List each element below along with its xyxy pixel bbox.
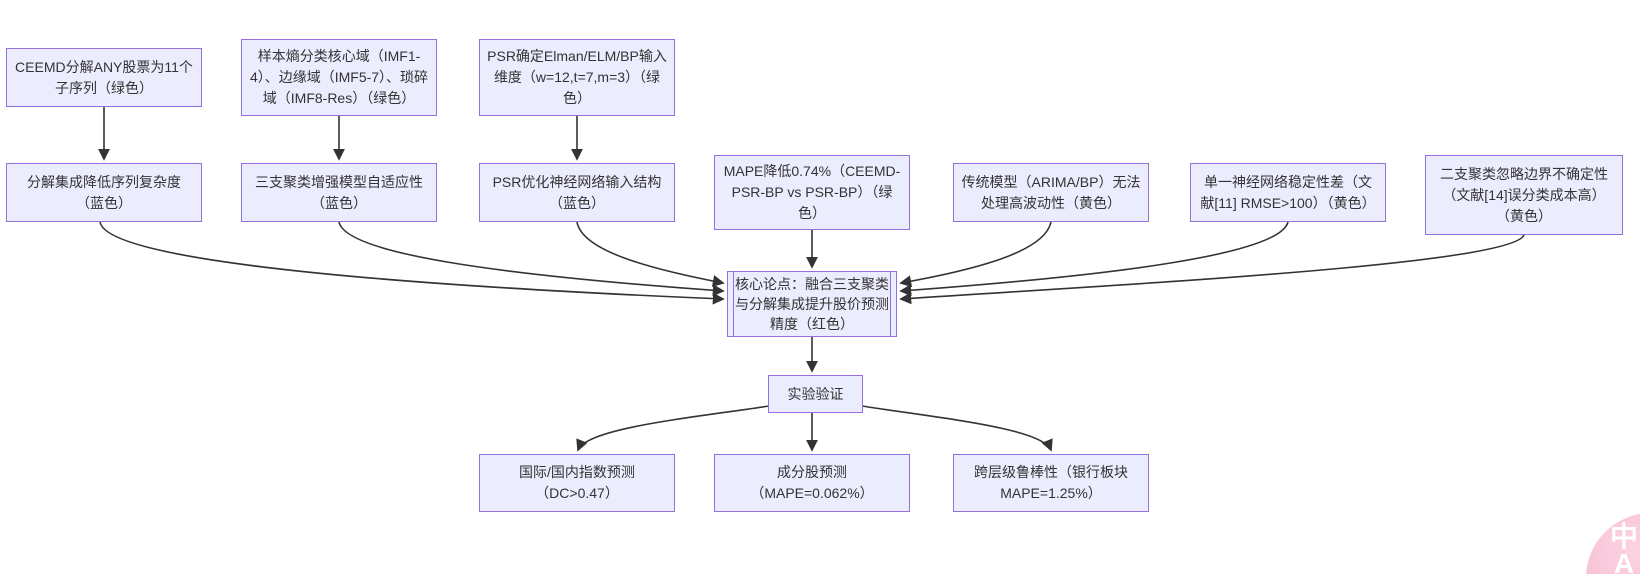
node-label: 国际/国内指数预测（DC>0.47） [519,464,635,501]
edge-twoway-core [899,234,1525,305]
translate-icon: 中A [1609,521,1638,574]
node-label: 单一神经网络稳定性差（文献[11] RMSE>100）（黄色） [1200,173,1376,211]
node-psr-optimize: PSR优化神经网络输入结构（蓝色） [479,163,675,222]
node-ceemd: CEEMD分解ANY股票为11个子序列（绿色） [6,48,202,107]
node-decompose-ensemble: 分解集成降低序列复杂度（蓝色） [6,163,202,222]
node-single-nn: 单一神经网络稳定性差（文献[11] RMSE>100）（黄色） [1190,163,1386,222]
edge-traditional-core [899,221,1052,288]
node-label: 实验验证 [787,385,844,402]
node-core-thesis: 核心论点：融合三支聚类与分解集成提升股价预测精度（红色） [727,271,897,337]
node-label: PSR优化神经网络输入结构（蓝色） [492,173,662,211]
node-cross-level-robustness: 跨层级鲁棒性（银行板块MAPE=1.25%） [953,454,1149,512]
node-index-prediction: 国际/国内指数预测（DC>0.47） [479,454,675,512]
node-label: 样本熵分类核心域（IMF1-4）、边缘域（IMF5-7）、琐碎域（IMF8-Re… [249,48,429,106]
node-traditional-model: 传统模型（ARIMA/BP）无法处理高波动性（黄色） [953,163,1149,222]
node-experiment: 实验验证 [768,375,863,413]
edge-experiment-index [576,405,770,452]
node-two-way-clustering: 二支聚类忽略边界不确定性（文献[14]误分类成本高）（黄色） [1425,155,1623,235]
node-label: 分解集成降低序列复杂度（蓝色） [27,173,181,211]
node-sample-entropy: 样本熵分类核心域（IMF1-4）、边缘域（IMF5-7）、琐碎域（IMF8-Re… [241,39,437,116]
node-three-way-clustering: 三支聚类增强模型自适应性（蓝色） [241,163,437,222]
node-constituent-prediction: 成分股预测（MAPE=0.062%） [714,454,910,512]
node-label: 跨层级鲁棒性（银行板块MAPE=1.25%） [974,464,1128,501]
node-mape-reduction: MAPE降低0.74%（CEEMD-PSR-BP vs PSR-BP）（绿色） [714,155,910,230]
node-label: 核心论点：融合三支聚类与分解集成提升股价预测精度（红色） [735,276,889,332]
node-label: 二支聚类忽略边界不确定性（文献[14]误分类成本高）（黄色） [1440,165,1608,224]
edge-threeway-core [338,221,725,297]
edge-decompose-core [99,221,725,305]
node-psr-dimension: PSR确定Elman/ELM/BP输入维度（w=12,t=7,m=3）（绿色） [479,39,675,116]
node-label: 成分股预测（MAPE=0.062%） [750,464,874,501]
node-label: 三支聚类增强模型自适应性（蓝色） [255,173,423,211]
node-label: PSR确定Elman/ELM/BP输入维度（w=12,t=7,m=3）（绿色） [487,48,667,106]
edge-psropt-core [576,221,725,287]
node-label: 传统模型（ARIMA/BP）无法处理高波动性（黄色） [961,173,1141,211]
translate-badge-button[interactable]: 中A [1586,513,1640,574]
node-label: MAPE降低0.74%（CEEMD-PSR-BP vs PSR-BP）（绿色） [723,163,901,221]
edge-experiment-robustness [861,405,1053,452]
node-label: CEEMD分解ANY股票为11个子序列（绿色） [15,58,193,96]
edge-singlenn-core [899,221,1289,297]
